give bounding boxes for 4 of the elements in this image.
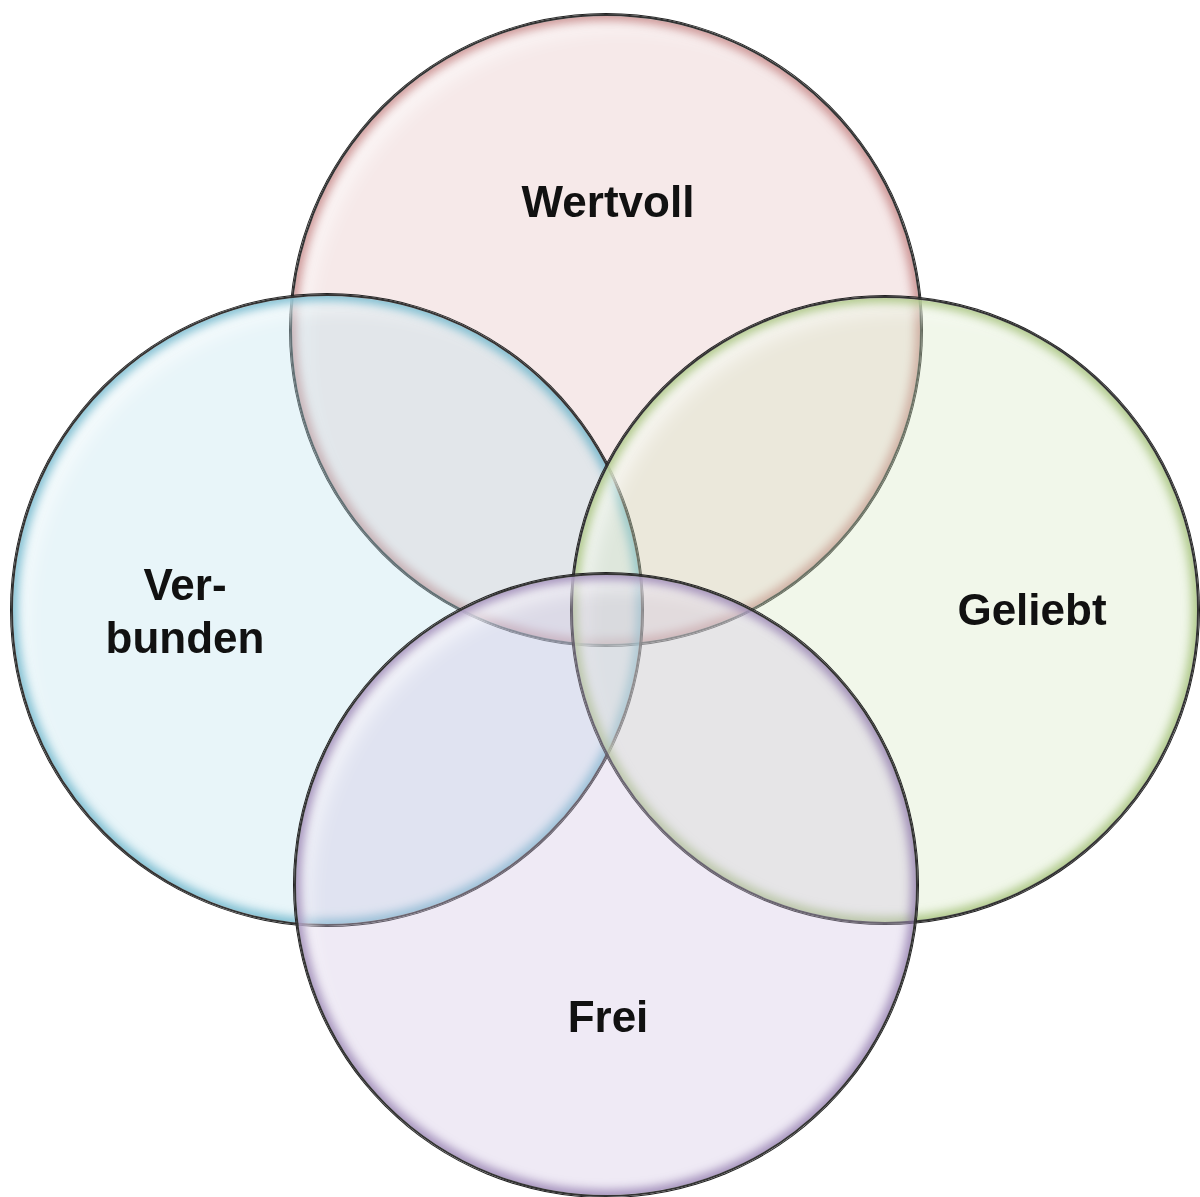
circle-label: Ver- bunden (104, 559, 266, 664)
circle-label: Wertvoll (520, 175, 696, 228)
circle-label: Frei (566, 990, 650, 1043)
circle-label: Geliebt (956, 583, 1108, 636)
